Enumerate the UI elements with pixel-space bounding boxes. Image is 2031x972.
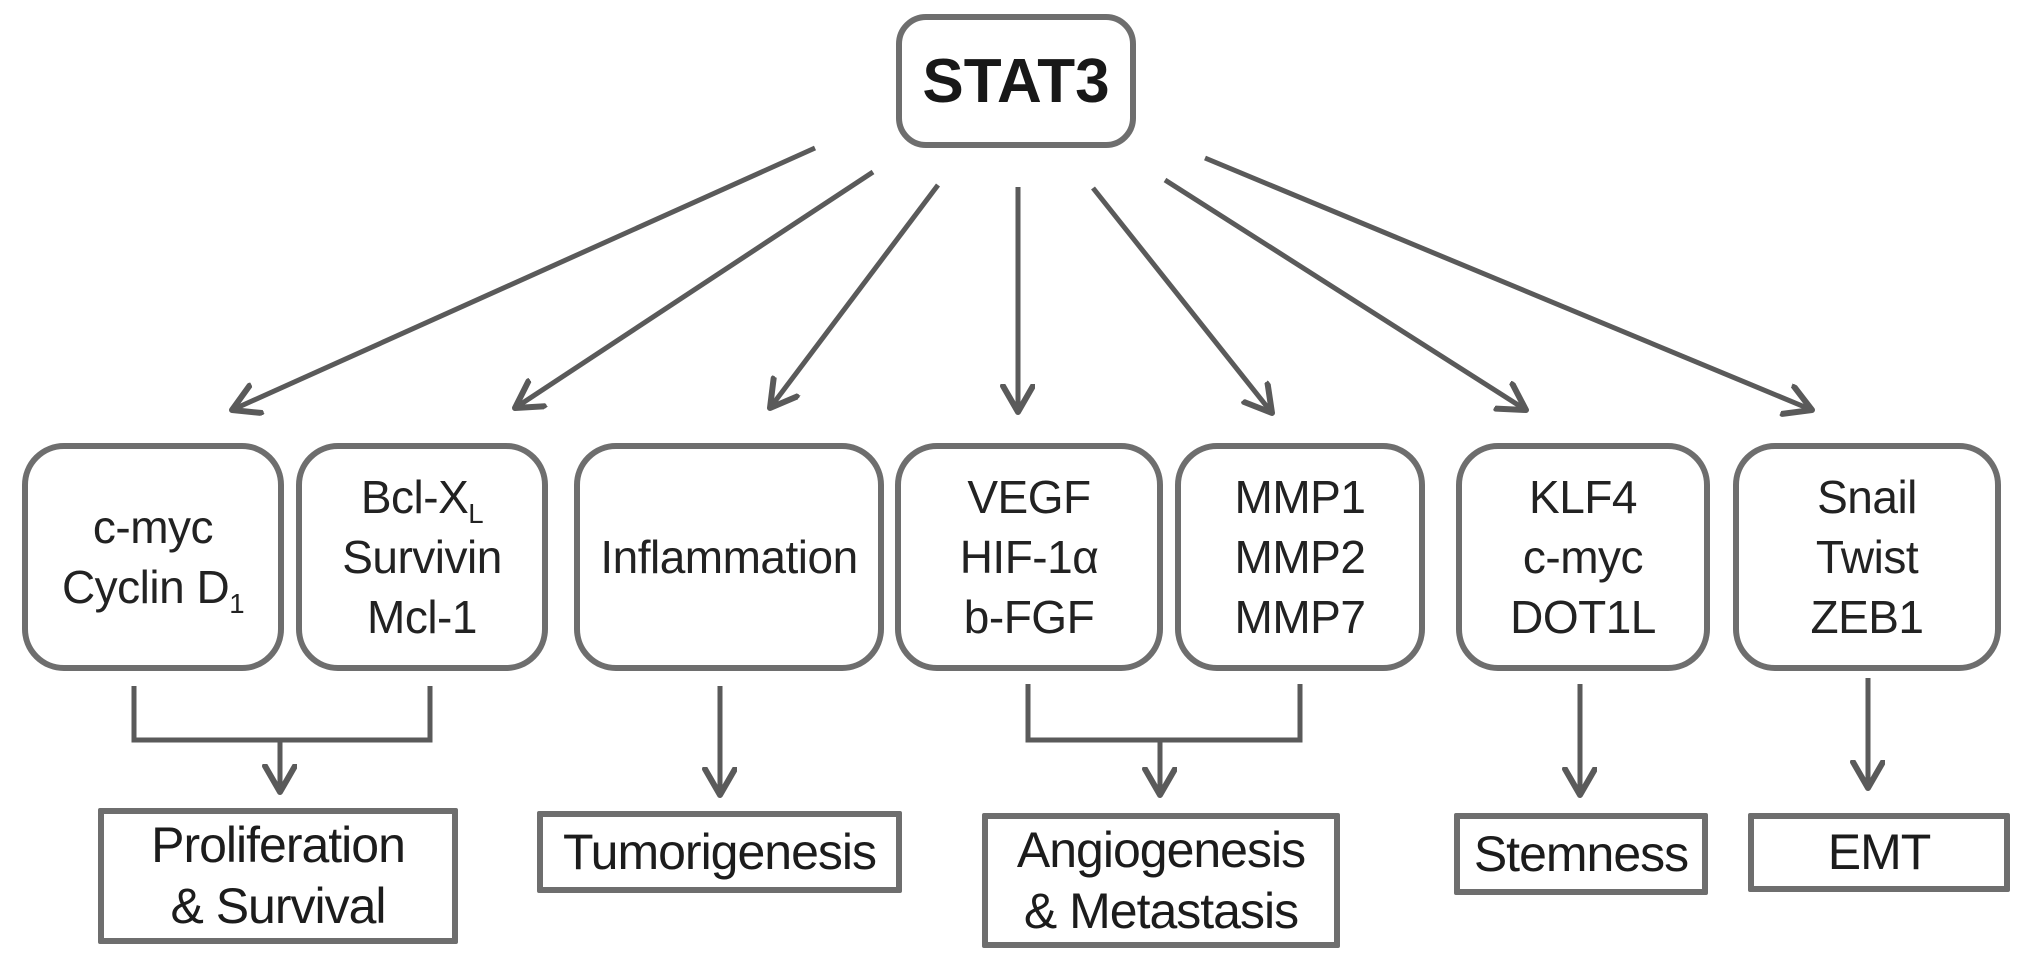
gene-label: MMP2	[1234, 531, 1366, 583]
gene-label: Mcl-1	[367, 591, 477, 643]
gene-label: Bcl-XL	[360, 471, 484, 530]
gene-label: Inflammation	[600, 531, 858, 583]
gene-label: VEGF	[967, 471, 1091, 523]
gene-label: KLF4	[1529, 471, 1637, 523]
node-snail-twist-zeb1: Snail Twist ZEB1	[1733, 443, 2001, 671]
outcome-tumorigenesis: Tumorigenesis	[537, 811, 902, 893]
subscript: L	[468, 498, 484, 530]
gene-label: DOT1L	[1510, 591, 1656, 643]
node-inflammation: Inflammation	[574, 443, 884, 671]
outcome-emt: EMT	[1748, 813, 2010, 892]
node-stat3: STAT3	[896, 14, 1136, 148]
node-bclxl-survivin-mcl1: Bcl-XL Survivin Mcl-1	[296, 443, 548, 671]
gene-label: MMP7	[1234, 591, 1366, 643]
bracket-vegf-mmp	[1025, 684, 1303, 743]
outcome-proliferation-survival: Proliferation & Survival	[98, 808, 458, 944]
outcome-label: Proliferation	[151, 817, 406, 873]
gene-label: MMP1	[1234, 471, 1366, 523]
outcome-label: & Survival	[170, 878, 386, 934]
outcome-angiogenesis-metastasis: Angiogenesis & Metastasis	[982, 813, 1340, 948]
node-vegf-hif1a-bfgf: VEGF HIF-1α b-FGF	[895, 443, 1163, 671]
outcome-label: Angiogenesis	[1016, 821, 1306, 878]
arrow-stat3-to-bclxl	[515, 169, 875, 408]
node-label: STAT3	[922, 46, 1110, 116]
node-cmyc-cyclind1: c-myc Cyclin D1	[22, 443, 284, 671]
gene-label: Survivin	[342, 531, 502, 583]
gene-label: HIF-1α	[959, 531, 1099, 583]
gene-label: Snail	[1817, 471, 1917, 523]
gene-label: ZEB1	[1810, 591, 1924, 643]
outcome-label: Tumorigenesis	[562, 823, 877, 880]
gene-label: c-myc	[92, 501, 214, 553]
gene-label: Twist	[1815, 531, 1919, 583]
arrow-stat3-to-snail	[1204, 155, 1812, 410]
subscript: 1	[229, 588, 245, 620]
outcome-label: & Metastasis	[1023, 882, 1299, 939]
gene-label: b-FGF	[963, 591, 1095, 643]
arrow-stat3-to-cmyc	[232, 145, 817, 410]
gene-label: Cyclin D1	[61, 561, 245, 620]
gene-label: c-myc	[1522, 531, 1644, 583]
arrow-stat3-to-inflammation	[770, 183, 940, 408]
bracket-cmyc-bclxl	[131, 686, 433, 743]
outcome-stemness: Stemness	[1454, 813, 1708, 895]
node-mmp: MMP1 MMP2 MMP7	[1175, 443, 1425, 671]
node-klf4-cmyc-dot1l: KLF4 c-myc DOT1L	[1456, 443, 1710, 671]
arrow-stat3-to-klf4	[1163, 177, 1526, 410]
arrow-stat3-to-mmp	[1091, 186, 1272, 413]
outcome-label: Stemness	[1473, 825, 1689, 882]
outcome-label: EMT	[1827, 824, 1932, 880]
